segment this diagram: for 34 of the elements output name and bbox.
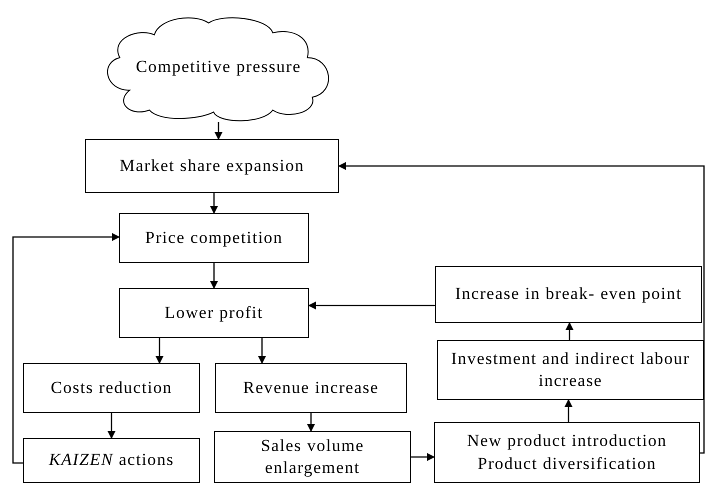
process-box — [435, 266, 702, 323]
node-text: Sales volume enlargement — [260, 434, 366, 479]
arrow — [258, 338, 266, 364]
node-text: Lower profit — [164, 302, 264, 324]
node-text: Market share expansion — [118, 154, 306, 177]
process-box — [23, 438, 200, 483]
arrow — [12, 233, 120, 464]
process-box — [119, 213, 309, 263]
arrow — [108, 413, 116, 439]
node-text: Price competition — [144, 226, 284, 249]
arrow — [214, 122, 222, 140]
process-box — [119, 288, 309, 338]
node-text: Revenue increase — [242, 376, 380, 399]
node-text: Costs reduction — [50, 376, 174, 399]
arrow — [156, 338, 164, 364]
node-text: Investment and indirect labour increase — [450, 348, 691, 392]
node-text: Increase in break- even point — [454, 283, 683, 306]
node-text: New product introduction Product diversification — [466, 430, 668, 474]
process-box — [85, 139, 339, 193]
arrow — [411, 453, 435, 461]
arrow — [566, 322, 574, 340]
process-box — [434, 422, 700, 483]
node-text: Competitive pressure — [134, 56, 302, 78]
arrow — [210, 193, 218, 214]
process-box — [215, 363, 407, 413]
arrow — [338, 162, 705, 454]
node-text: KAIZEN actions — [48, 449, 176, 472]
process-box — [437, 340, 704, 400]
process-box — [214, 431, 411, 483]
arrow — [308, 302, 435, 310]
arrow — [210, 263, 218, 289]
process-box — [23, 363, 200, 413]
arrow — [307, 413, 315, 432]
arrow — [564, 399, 572, 422]
